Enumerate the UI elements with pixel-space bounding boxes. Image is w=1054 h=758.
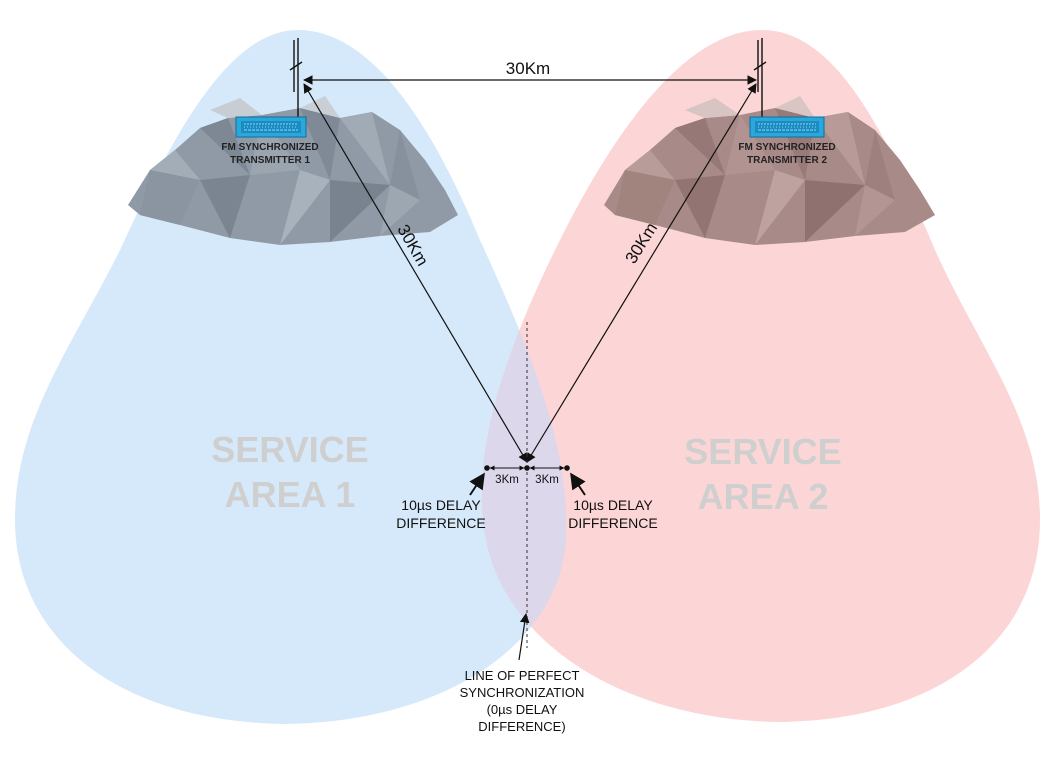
service-area-1-label-line2: AREA 1 [225,474,356,515]
distance-arrow-tx1-to-point [303,83,528,463]
antenna-2-icon [753,38,767,118]
delay-label-left-line2: DIFFERENCE [396,515,485,531]
transmitter-1-label-line2: TRANSMITTER 1 [230,155,310,166]
point-center-0us [524,465,530,471]
delay-pointer-arrow-left [469,472,485,496]
transmitter-1-icon [235,116,307,138]
delay-label-left-line1: 10µs DELAY [401,497,481,513]
service-area-2-label-line2: AREA 2 [698,476,829,517]
delay-pointer-arrow-right [570,472,586,496]
delay-label-right-line2: DIFFERENCE [568,515,657,531]
delay-label-right-line1: 10µs DELAY [573,497,653,513]
sync-label-line3: (0µs DELAY [487,702,558,717]
point-left-10us [484,465,490,471]
antenna-1-icon [289,38,303,118]
sync-label-line4: DIFFERENCE) [478,719,565,734]
distance-arrow-tx2-to-point [526,83,757,463]
transmitter-2-label-line1: FM SYNCHRONIZED [738,142,835,153]
service-area-1-label-line1: SERVICE [211,429,368,470]
offset-label-left: 3Km [495,474,519,486]
sync-label-line1: LINE OF PERFECT [465,668,580,683]
offset-label-right: 3Km [535,474,559,486]
transmitter-2-icon [749,116,825,138]
distance-label-between-transmitters: 30Km [506,59,550,78]
sync-label-line2: SYNCHRONIZATION [460,685,585,700]
transmitter-1-label-line1: FM SYNCHRONIZED [221,142,318,153]
service-area-2-label-line1: SERVICE [684,431,841,472]
sync-line-pointer-arrow [518,613,530,661]
transmitter-2-label-line2: TRANSMITTER 2 [747,155,827,166]
point-right-10us [564,465,570,471]
